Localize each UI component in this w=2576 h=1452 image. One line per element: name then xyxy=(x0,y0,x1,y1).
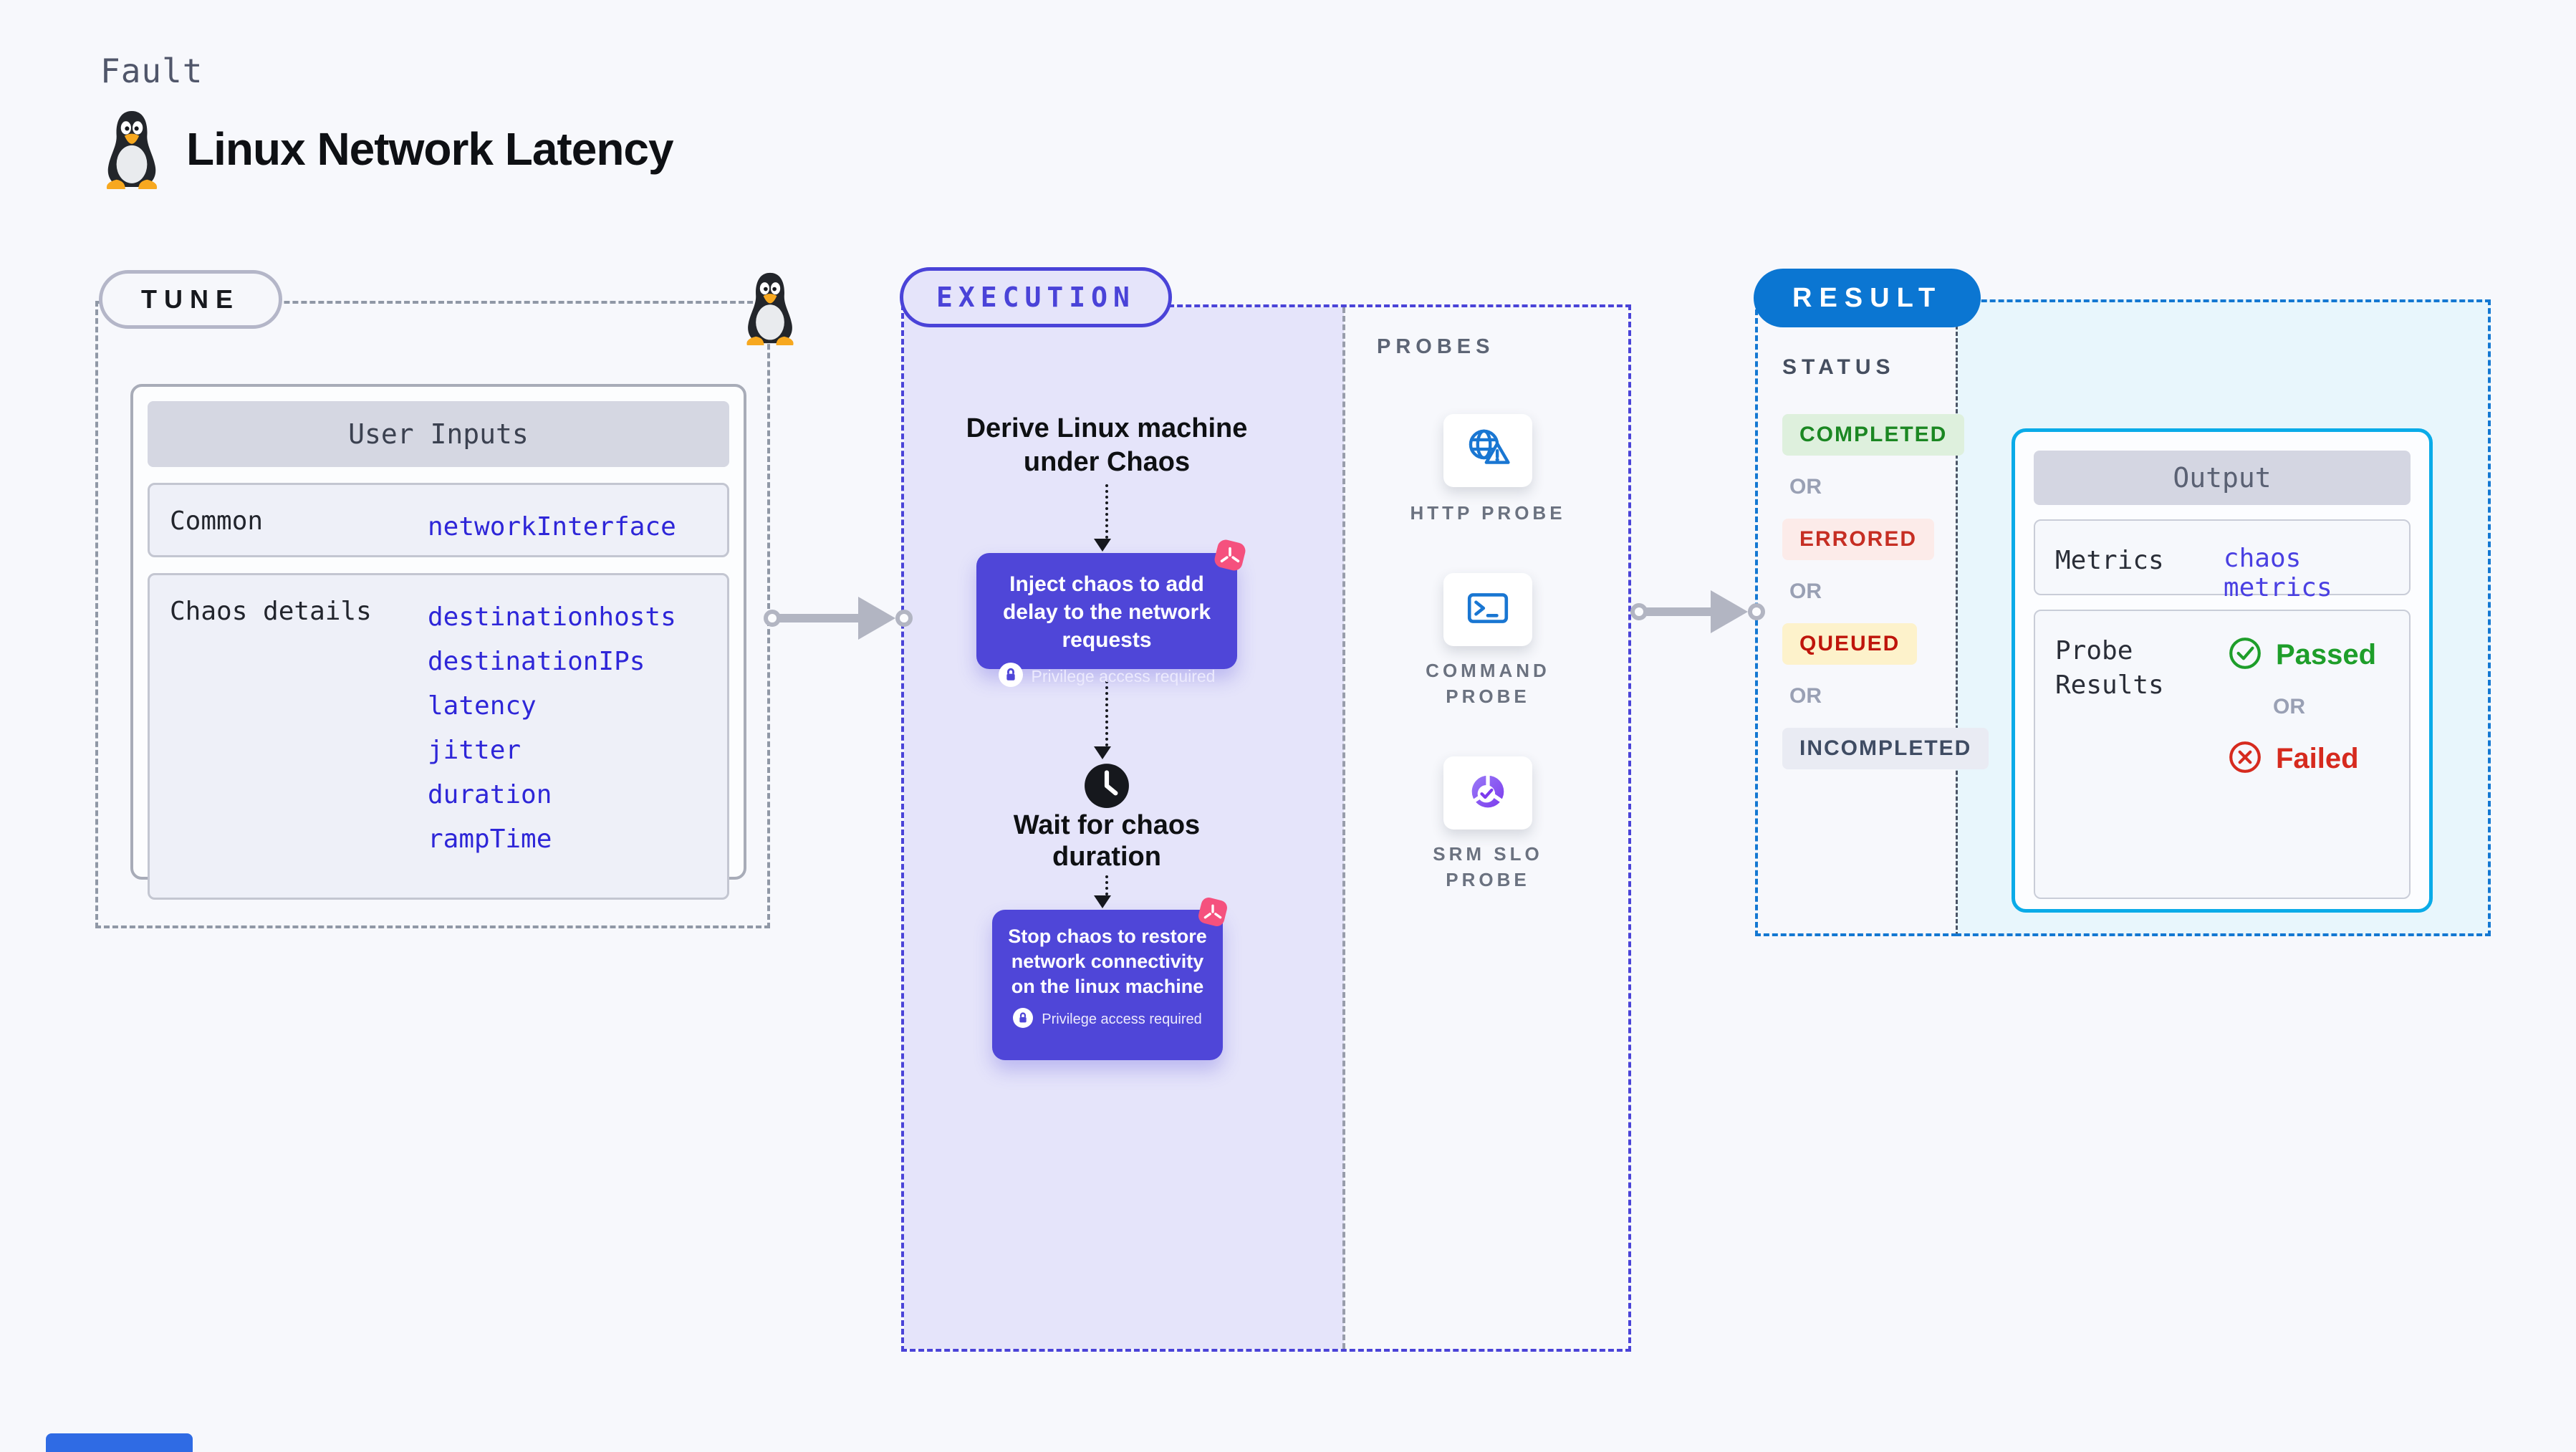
tux-penguin-icon xyxy=(99,109,165,189)
metrics-row: Metrics chaos metrics xyxy=(2034,519,2411,602)
bottom-left-partial-element xyxy=(46,1433,193,1452)
execution-to-result-arrow xyxy=(1630,590,1765,633)
chaos-litmus-icon xyxy=(1209,534,1251,580)
input-value: destinationIPs xyxy=(428,647,645,676)
probe-results-label: Probe Results xyxy=(2055,636,2164,700)
derive-step-text: Derive Linux machine under Chaos xyxy=(966,413,1248,477)
terminal-icon xyxy=(1464,585,1512,635)
or-separator: OR xyxy=(1789,684,1822,708)
status-badge-completed: COMPLETED xyxy=(1782,414,1965,456)
result-section-badge: RESULT xyxy=(1754,269,1981,327)
status-badge-incompleted: INCOMPLETED xyxy=(1782,728,1989,769)
probe-results-row: Probe Results Passed OR xyxy=(2034,610,2411,899)
http-probe-label: HTTP PROBE xyxy=(1410,502,1566,524)
input-value: rampTime xyxy=(428,824,552,854)
or-separator: OR xyxy=(2273,695,2305,718)
page-title-row: Linux Network Latency xyxy=(99,109,674,189)
metrics-value: chaos metrics xyxy=(2223,544,2332,602)
status-heading: STATUS xyxy=(1782,355,1895,379)
srm-slo-probe-label: SRM SLO PROBE xyxy=(1433,843,1543,890)
globe-alert-icon xyxy=(1463,424,1513,478)
privilege-required-text: Privilege access required xyxy=(1031,667,1216,686)
input-value: duration xyxy=(428,780,552,809)
tune-section-badge: TUNE xyxy=(99,270,282,329)
chaos-litmus-icon xyxy=(1193,893,1232,935)
flow-arrow-2 xyxy=(1094,681,1111,759)
http-probe-card xyxy=(1443,414,1532,487)
check-circle-icon xyxy=(2227,635,2263,675)
stop-chaos-step: Stop chaos to restore network connectivi… xyxy=(992,910,1223,1060)
execution-section-badge: EXECUTION xyxy=(900,267,1172,327)
passed-text: Passed xyxy=(2276,639,2377,670)
execution-section-box xyxy=(901,304,1631,1352)
srm-slo-probe-card xyxy=(1443,756,1532,830)
or-separator: OR xyxy=(1789,475,1822,499)
tune-to-execution-arrow xyxy=(764,597,913,640)
inject-chaos-text: Inject chaos to add delay to the network… xyxy=(1002,572,1211,652)
status-stack: COMPLETED OR ERRORED OR QUEUED OR INCOMP… xyxy=(1782,414,1989,769)
execution-flow-panel xyxy=(904,307,1344,1349)
wait-step-text: Wait for chaos duration xyxy=(1013,810,1201,872)
lock-icon xyxy=(998,663,1023,691)
x-circle-icon xyxy=(2227,739,2263,779)
input-row-label: Common xyxy=(170,506,264,536)
metrics-label: Metrics xyxy=(2055,546,2164,575)
user-inputs-row-chaos-details: Chaos details destinationhosts destinati… xyxy=(148,573,729,900)
status-badge-queued: QUEUED xyxy=(1782,623,1918,665)
execution-probes-divider xyxy=(1342,307,1345,1349)
user-inputs-card: User Inputs Common networkInterface Chao… xyxy=(130,384,746,900)
command-probe-card xyxy=(1443,573,1532,646)
command-probe-label: COMMAND PROBE xyxy=(1426,660,1550,707)
output-header: Output xyxy=(2034,451,2411,505)
input-row-label: Chaos details xyxy=(170,597,372,626)
input-value: networkInterface xyxy=(428,512,676,542)
slo-pie-check-icon xyxy=(1464,767,1512,819)
flow-arrow-3 xyxy=(1094,875,1111,908)
flow-arrow-1 xyxy=(1094,484,1111,552)
input-value: jitter xyxy=(428,736,522,765)
output-card: Output Metrics chaos metrics Probe Resul… xyxy=(2012,428,2433,913)
user-inputs-header: User Inputs xyxy=(148,401,729,467)
privilege-required-text: Privilege access required xyxy=(1042,1011,1202,1027)
input-value: destinationhosts xyxy=(428,602,676,632)
probes-heading: PROBES xyxy=(1377,335,1495,358)
tux-penguin-corner-icon xyxy=(739,271,801,349)
inject-chaos-step: Inject chaos to add delay to the network… xyxy=(976,553,1237,687)
or-separator: OR xyxy=(1789,580,1822,603)
clock-icon xyxy=(1083,762,1130,813)
fault-kind-label: Fault xyxy=(100,52,203,90)
page-title: Linux Network Latency xyxy=(186,123,674,175)
input-value: latency xyxy=(428,691,537,721)
status-badge-errored: ERRORED xyxy=(1782,519,1935,560)
user-inputs-row-common: Common networkInterface xyxy=(148,483,729,557)
lock-icon xyxy=(1013,1008,1034,1032)
failed-text: Failed xyxy=(2276,743,2359,774)
stop-chaos-text: Stop chaos to restore network connectivi… xyxy=(1008,925,1207,997)
